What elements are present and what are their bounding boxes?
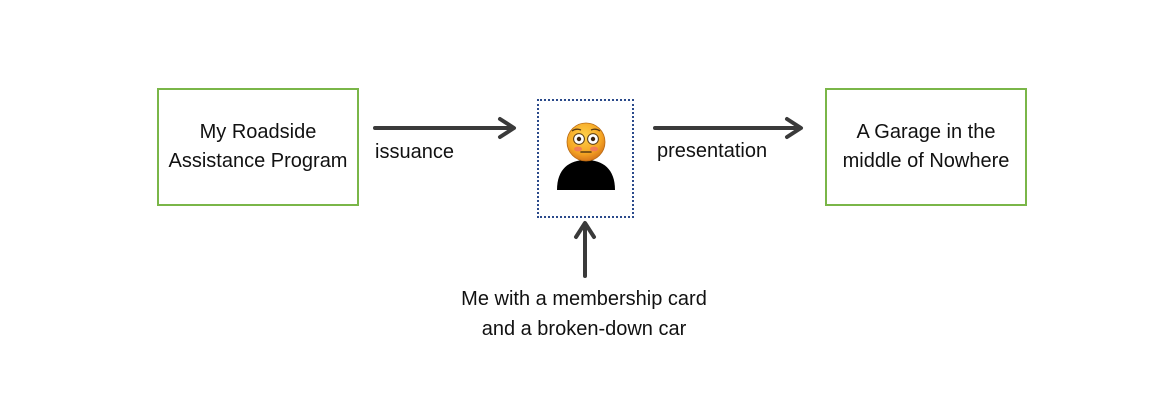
garage-node: A Garage in the middle of Nowhere <box>825 88 1027 206</box>
issuance-label: issuance <box>375 141 454 163</box>
person-node <box>537 99 634 218</box>
garage-label: A Garage in the middle of Nowhere <box>842 121 1010 172</box>
issuance-arrowhead <box>498 117 516 139</box>
flushed-face-person-icon <box>557 122 615 190</box>
presentation-arrowhead <box>785 117 803 139</box>
roadside-program-label: My Roadside Assistance Program <box>168 121 348 172</box>
person-caption: Me with a membership card and a broken-d… <box>461 288 707 340</box>
roadside-program-node: My Roadside Assistance Program <box>157 88 359 206</box>
presentation-label: presentation <box>657 140 768 162</box>
person-arrowhead <box>574 221 596 239</box>
